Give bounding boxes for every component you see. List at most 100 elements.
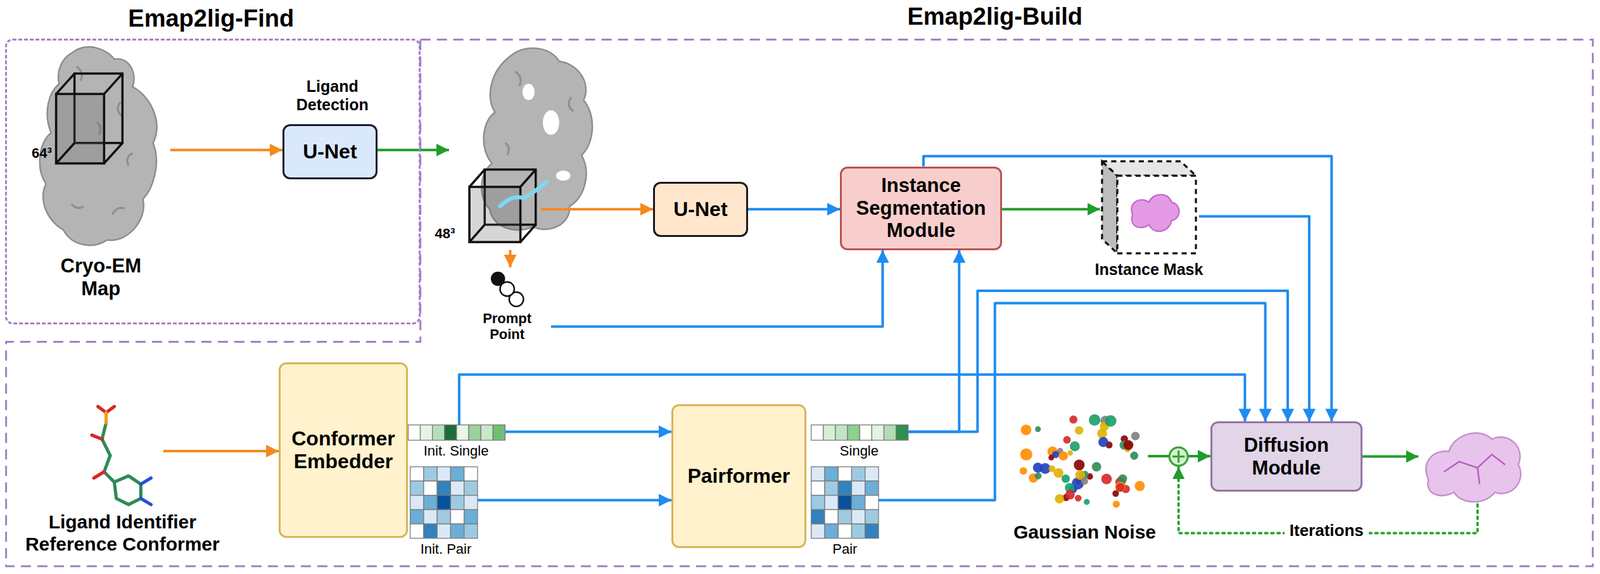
- noise-point: [1112, 500, 1120, 508]
- matrix-cell: [450, 523, 464, 539]
- matrix-cell: [450, 495, 464, 510]
- noise-point: [1116, 482, 1125, 492]
- density-texture: [504, 71, 574, 156]
- node-caption: Emap2lig-Build: [739, 3, 1250, 32]
- connector: [908, 290, 1288, 432]
- output-density: [1425, 433, 1521, 503]
- matrix-cell: [423, 466, 438, 482]
- loop-label: Iterations: [1284, 521, 1369, 541]
- bar-cell: [835, 425, 848, 441]
- node-caption: Gaussian Noise: [998, 521, 1172, 544]
- connector: [1199, 216, 1310, 422]
- noise-point: [1098, 437, 1109, 448]
- noise-point: [1021, 424, 1032, 436]
- noise-point: [1073, 459, 1085, 470]
- cube-side: [1102, 161, 1118, 254]
- matrix-cell: [811, 495, 825, 510]
- matrix-cell: [437, 466, 451, 482]
- matrix-cell: [851, 509, 866, 524]
- matrix-cell: [824, 466, 839, 482]
- matrix-cell: [824, 523, 839, 539]
- mask-figure: Instance Mask: [1100, 161, 1200, 256]
- bar-cell: [407, 425, 420, 441]
- bond: [91, 406, 115, 479]
- matrix-cell: [865, 480, 879, 496]
- embedding-matrix: Init. Pair: [410, 466, 478, 538]
- noise-point: [1101, 473, 1113, 485]
- molecule-figure: Ligand Identifier Reference Conformer: [71, 397, 164, 505]
- bar-cell: [847, 425, 860, 441]
- connector: [504, 430, 672, 433]
- node-caption: Pair: [803, 540, 886, 557]
- process-box: Diffusion Module: [1210, 421, 1363, 492]
- embedding-bar: Init. Single: [407, 424, 505, 440]
- matrix-cell: [851, 480, 866, 496]
- connector: [377, 148, 450, 152]
- noise-point: [1062, 435, 1071, 444]
- bar-cell: [444, 425, 457, 441]
- connector: [477, 498, 672, 502]
- bar-cell: [492, 425, 505, 441]
- matrix-cell: [464, 495, 478, 510]
- matrix-cell: [437, 495, 451, 510]
- matrix-cell: [851, 495, 866, 510]
- noise-point: [1059, 450, 1069, 461]
- noise-point: [1020, 448, 1033, 461]
- noise-points: [1019, 414, 1146, 508]
- molecule: [91, 406, 151, 505]
- node-caption: Init. Pair: [394, 540, 497, 557]
- noise-point: [1074, 494, 1082, 502]
- connector: [748, 207, 840, 211]
- noise-point: [1034, 472, 1042, 480]
- noise-point: [1048, 454, 1054, 461]
- matrix-cell: [838, 509, 852, 524]
- noise-point: [1061, 474, 1070, 483]
- noise-point: [1074, 426, 1084, 435]
- matrix-cell: [437, 523, 451, 539]
- matrix-cell: [423, 480, 438, 496]
- node-label: Pairformer: [687, 464, 790, 488]
- noise-point: [1123, 440, 1134, 451]
- connector: [908, 250, 960, 432]
- noise-point: [1069, 415, 1078, 424]
- process-box: Ligand DetectionU-Net: [282, 124, 378, 180]
- matrix-cell: [838, 480, 852, 496]
- cube-top: [1102, 161, 1196, 177]
- noise-point: [1033, 462, 1044, 473]
- matrix-cell: [865, 495, 879, 510]
- embedding-matrix: Pair: [811, 466, 879, 538]
- map-figure: 48³: [449, 40, 541, 250]
- cube-edge: [56, 73, 123, 164]
- matrix-cell: [437, 480, 451, 496]
- noise-point: [1092, 461, 1102, 472]
- density-hole: [542, 110, 560, 135]
- matrix-cell: [865, 523, 879, 539]
- connector: [163, 449, 279, 453]
- region-box: Emap2lig-Build48³U-NetPrompt PointInstan…: [5, 38, 1594, 567]
- noise-point: [1019, 466, 1028, 475]
- noise-point: [1083, 499, 1090, 505]
- noise-point: [1054, 494, 1065, 504]
- matrix-cell: [437, 509, 451, 524]
- process-box: U-Net: [653, 181, 749, 237]
- bar-cell: [884, 425, 897, 441]
- bar-cell: [480, 425, 493, 441]
- matrix-cell: [865, 509, 879, 524]
- bar-cell: [896, 425, 909, 441]
- matrix-cell: [464, 480, 478, 496]
- matrix-cell: [811, 523, 825, 539]
- node-caption: Ligand Detection: [279, 77, 386, 115]
- matrix-cell: [811, 466, 825, 482]
- node-caption: Emap2lig-Find: [17, 5, 405, 33]
- bar-cell: [468, 425, 481, 441]
- matrix-cell: [450, 480, 464, 496]
- process-box: Conformer Embedder: [278, 362, 408, 538]
- noise-point: [1134, 480, 1145, 491]
- cube-face: [56, 93, 105, 164]
- matrix-cell: [824, 495, 839, 510]
- bar-cell: [456, 425, 469, 441]
- process-box: Instance Segmentation Module: [839, 166, 1003, 251]
- connector: [551, 250, 883, 327]
- matrix-cell: [450, 466, 464, 482]
- noise-point: [1065, 489, 1075, 500]
